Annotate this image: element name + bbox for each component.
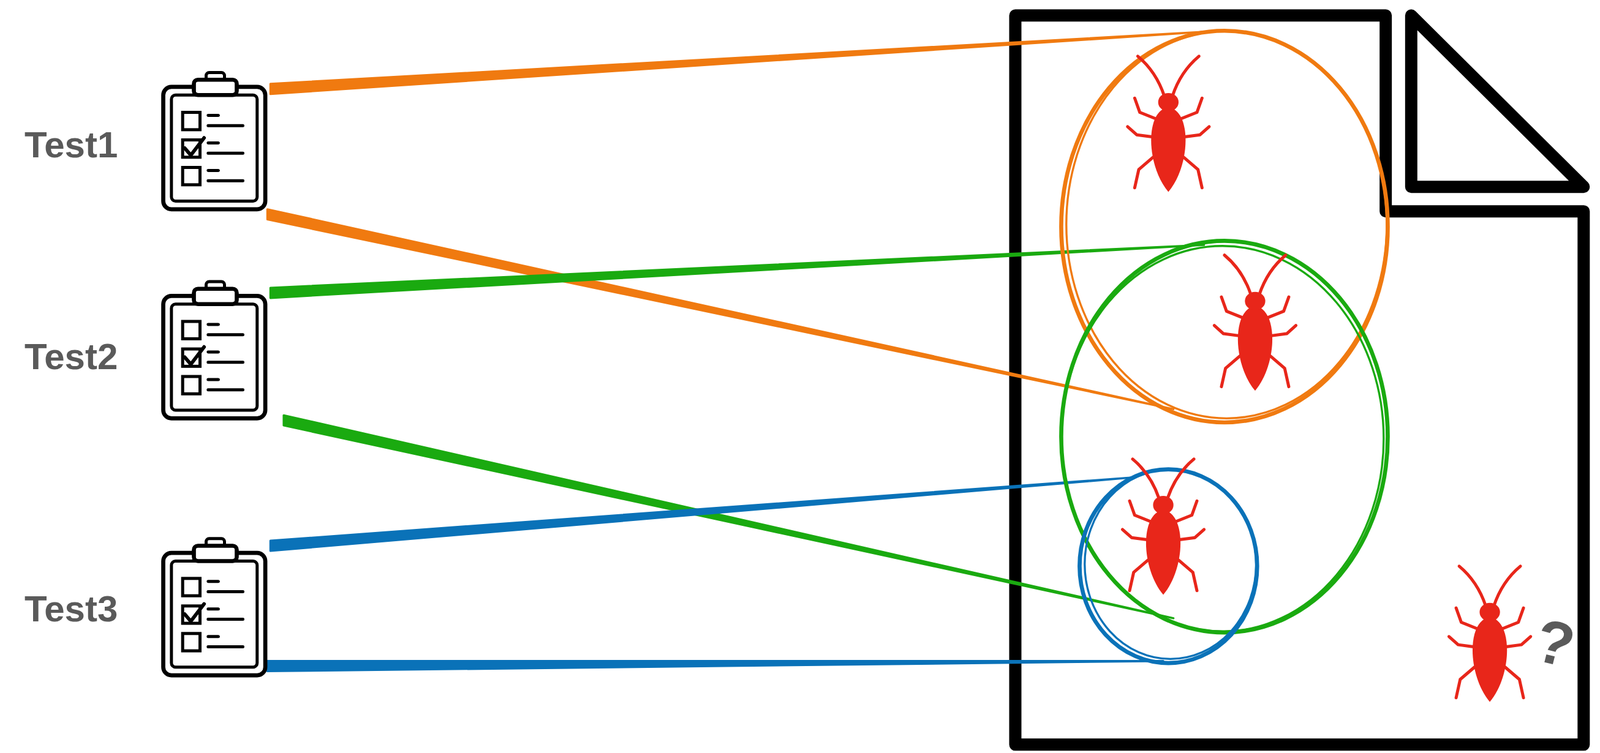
coverage-circle (1060, 30, 1388, 423)
bug-icon (1122, 459, 1204, 596)
coverage-stroke (270, 31, 1204, 95)
caption-label: Test1 (24, 126, 118, 164)
bug-icon (1448, 566, 1531, 703)
bug-icon (1127, 56, 1210, 193)
coverage-stroke (283, 415, 1174, 619)
caption-label: Test2 (24, 338, 118, 376)
clipboard-icon (163, 539, 266, 676)
coverage-stroke (267, 209, 1174, 410)
document-fold (1411, 15, 1585, 187)
document-outline (1015, 15, 1584, 745)
coverage-stroke (267, 661, 1164, 672)
coverage-circle (1066, 30, 1387, 419)
coverage-circle (1060, 240, 1388, 633)
coverage-stroke (270, 477, 1133, 552)
caption-label: Test3 (24, 591, 118, 628)
coverage-circle (1060, 246, 1384, 633)
question-mark: ? (1529, 608, 1581, 678)
bug-icon (1214, 255, 1296, 392)
clipboard-icon (163, 72, 266, 210)
clipboard-icon (163, 281, 266, 419)
